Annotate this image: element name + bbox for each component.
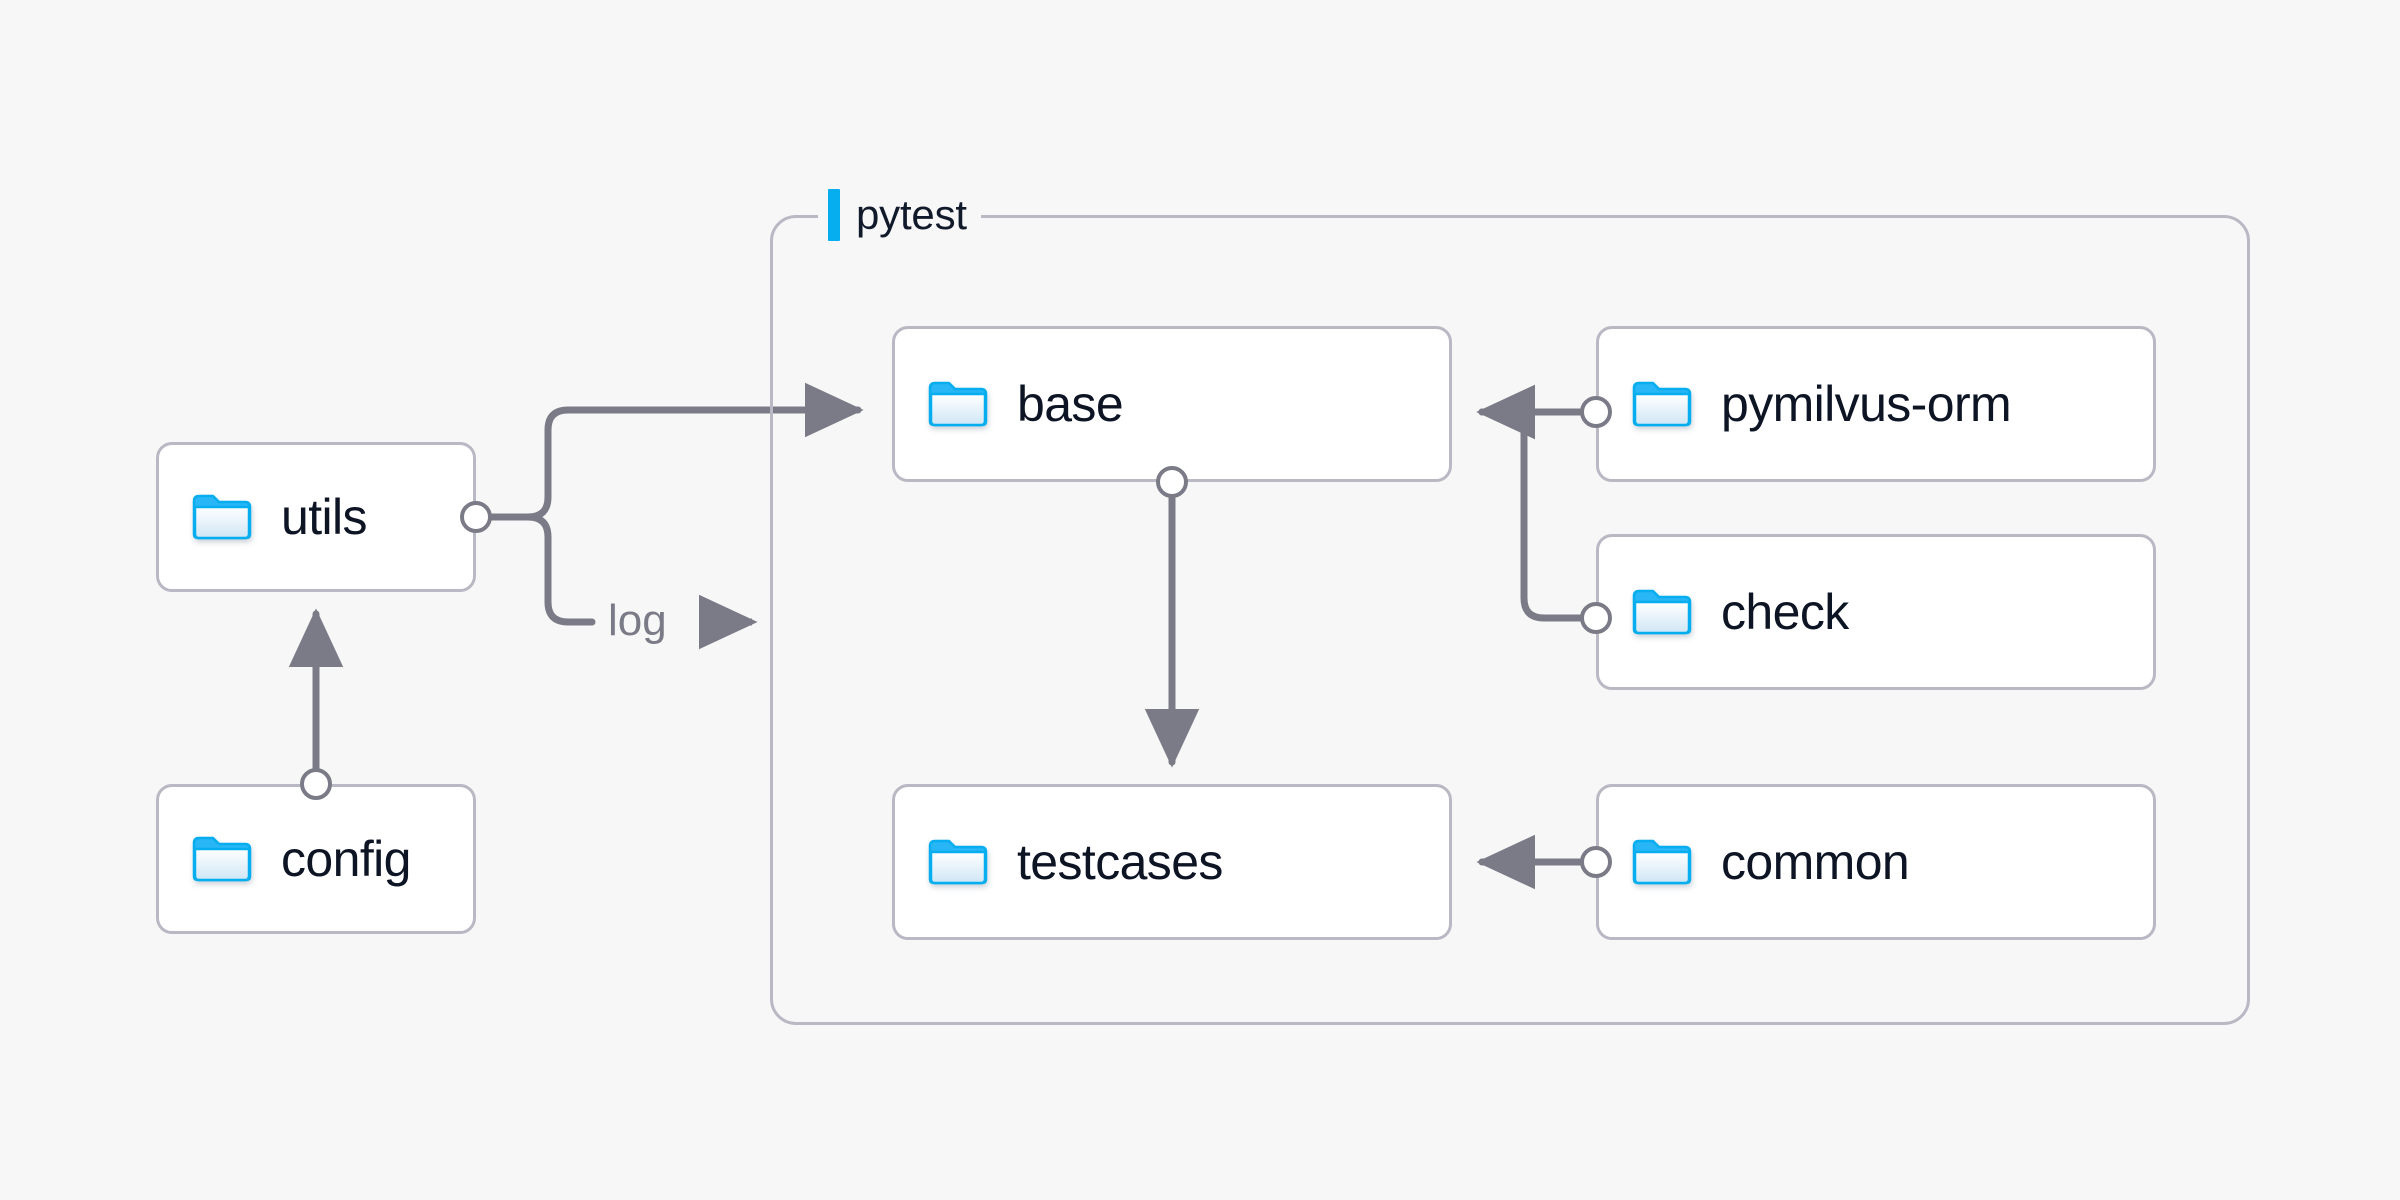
port-pymilvus-orm-left[interactable]	[1580, 396, 1612, 428]
node-testcases-label: testcases	[1017, 834, 1223, 890]
port-utils-right[interactable]	[460, 501, 492, 533]
node-common-label: common	[1721, 834, 1910, 890]
node-utils[interactable]: utils	[156, 442, 476, 592]
folder-icon	[192, 494, 252, 540]
node-testcases[interactable]: testcases	[892, 784, 1452, 940]
node-pymilvus-orm[interactable]: pymilvus-orm	[1596, 326, 2156, 482]
group-pytest[interactable]	[770, 215, 2250, 1025]
node-pymilvus-orm-label: pymilvus-orm	[1721, 376, 2012, 432]
port-common-left[interactable]	[1580, 846, 1612, 878]
node-config[interactable]: config	[156, 784, 476, 934]
port-check-left[interactable]	[1580, 602, 1612, 634]
port-config-top[interactable]	[300, 768, 332, 800]
node-base[interactable]: base	[892, 326, 1452, 482]
node-check-label: check	[1721, 584, 1849, 640]
group-pytest-label: pytest	[818, 186, 981, 244]
node-base-label: base	[1017, 376, 1124, 432]
edge-label-log: log	[600, 596, 675, 646]
folder-icon	[1632, 839, 1692, 885]
port-base-bottom[interactable]	[1156, 466, 1188, 498]
node-common[interactable]: common	[1596, 784, 2156, 940]
folder-icon	[1632, 589, 1692, 635]
folder-icon	[928, 381, 988, 427]
folder-icon	[1632, 381, 1692, 427]
accent-bar-icon	[828, 189, 840, 241]
folder-icon	[192, 836, 252, 882]
node-utils-label: utils	[281, 489, 368, 545]
edge-utils-to-log-path	[488, 513, 596, 626]
folder-icon	[928, 839, 988, 885]
group-pytest-label-text: pytest	[856, 191, 967, 238]
node-config-label: config	[281, 831, 411, 887]
node-check[interactable]: check	[1596, 534, 2156, 690]
